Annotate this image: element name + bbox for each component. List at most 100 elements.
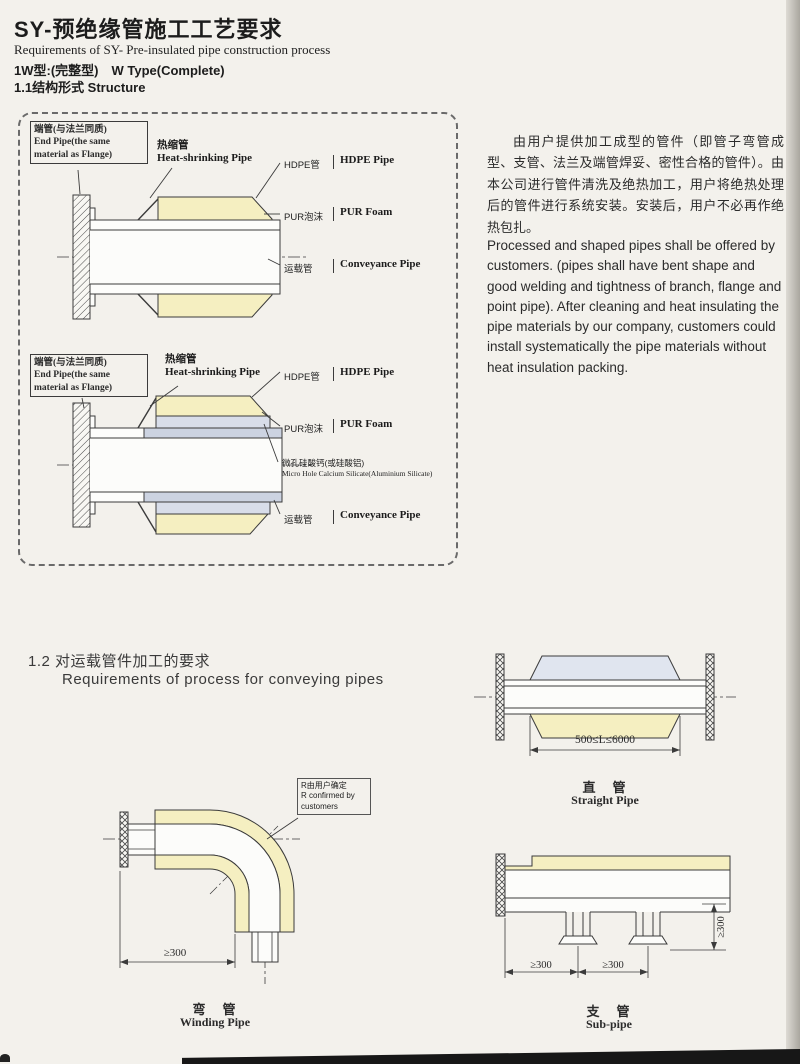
label-divider	[333, 259, 334, 273]
silicate-label-zh: 微孔硅酸钙(或硅酸铝)	[282, 458, 365, 468]
pur-label-zh: PUR泡沫	[284, 424, 324, 435]
leader-lines	[81, 371, 281, 515]
pur-foam-bottom	[157, 293, 273, 318]
flange	[119, 811, 129, 868]
arrowhead	[640, 969, 648, 975]
arrowhead	[227, 959, 235, 965]
type-line: 1W型:(完整型) W Type(Complete)	[14, 63, 225, 78]
branch-1	[558, 912, 598, 945]
intro-paragraph-en: Processed and shaped pipes shall be offe…	[487, 238, 782, 375]
end-pipe-label-zh: 端管(与法兰同质)	[34, 358, 107, 368]
flange	[495, 853, 506, 917]
scan-speck	[0, 1054, 10, 1062]
heat-shrink-label: 热缩管 Heat-shrinking Pipe	[165, 351, 260, 378]
arrowhead	[672, 747, 680, 753]
flange	[72, 194, 91, 320]
hdpe-label-zh: HDPE管	[284, 160, 320, 171]
pur-foam-bottom	[155, 513, 270, 535]
conveyance-pipe-top-wall	[89, 219, 281, 231]
pipe-top-wall	[503, 679, 707, 687]
leader-lines	[77, 162, 281, 266]
sub-pipe-dim-left: ≥300	[530, 960, 552, 971]
pur-label-zh: PUR泡沫	[284, 212, 324, 223]
sub-pipe-dim-mid: ≥300	[602, 960, 624, 971]
structure-diagram-2	[57, 371, 312, 535]
arrowhead	[570, 969, 578, 975]
heat-shrink-label-zh: 热缩管	[165, 353, 197, 365]
intro-paragraph-zh: 由用户提供加工成型的管件（即管子弯管成型、支管、法兰及端管焊妥、密性合格的管件）…	[487, 134, 784, 235]
end-pipe-label-box: 端管(与法兰同质) End Pipe(the same material as …	[30, 121, 148, 165]
radius-note-zh: R由用户确定	[301, 781, 347, 790]
pipe-middle	[504, 869, 731, 899]
flange	[72, 402, 91, 528]
end-pipe-label-en: End Pipe(the same material as Flange)	[34, 137, 113, 160]
dimension-lines	[119, 871, 236, 968]
label-divider	[333, 207, 334, 221]
scan-edge-bottom	[182, 1048, 800, 1064]
conveyance-label-zh: 运载管	[284, 515, 313, 526]
pipe-bottom-wall	[503, 707, 707, 715]
silicate-layer-top	[155, 415, 271, 429]
pur-foam-top	[155, 395, 270, 417]
end-pipe-top-wall	[89, 427, 145, 439]
sub-pipe-diagram: ≥300 ≥300 ≥300	[495, 853, 731, 978]
arrowhead	[505, 969, 513, 975]
dimension-lines	[529, 716, 681, 756]
straight-pipe-caption-zh: 直 管	[582, 780, 628, 795]
sub-pipe-caption-zh: 支 管	[586, 1004, 632, 1019]
bare-pipe-walls	[257, 932, 273, 962]
arrowhead	[711, 904, 717, 912]
pipe-bottom-band	[505, 898, 730, 912]
flange-right	[705, 653, 715, 741]
label-divider	[333, 367, 334, 381]
scan-edge-right	[786, 0, 800, 1064]
arrowhead	[711, 942, 717, 950]
radius-leader	[266, 817, 299, 840]
dimension-lines	[504, 903, 726, 978]
hdpe-label-en: HDPE Pipe	[340, 154, 395, 166]
sub-pipe-dim-vertical: ≥300	[716, 916, 727, 938]
heat-shrink-sleeve	[137, 397, 157, 533]
pipe-bore	[90, 230, 280, 284]
conveyance-label-zh: 运载管	[284, 264, 313, 275]
arrowhead	[530, 747, 538, 753]
structure-box	[18, 112, 458, 566]
silicate-layer-bottom	[155, 501, 271, 515]
structure-diagram-1	[57, 162, 307, 320]
end-pipe	[127, 823, 156, 856]
conveyance-pipe-bottom-wall	[89, 283, 281, 295]
section-1-2-heading-zh: 1.2 对运载管件加工的要求	[28, 653, 211, 670]
conveyance-pipe-top-wall	[143, 427, 283, 439]
section-1-1-heading: 1.1结构形式 Structure	[14, 80, 146, 95]
sub-pipe-caption-en: Sub-pipe	[585, 1017, 633, 1031]
flange-left	[495, 653, 505, 741]
pur-label-en: PUR Foam	[340, 418, 393, 430]
section-1-2-heading-en: Requirements of process for conveying pi…	[62, 671, 384, 688]
heat-shrink-label: 热缩管 Heat-shrinking Pipe	[157, 137, 252, 164]
winding-dimension-label: ≥300	[164, 947, 187, 959]
hdpe-label-en: HDPE Pipe	[340, 366, 395, 378]
insulation-bottom	[529, 713, 681, 739]
end-pipe-label-zh: 端管(与法兰同质)	[34, 125, 107, 135]
end-pipe-label-box: 端管(与法兰同质) End Pipe(the same material as …	[30, 354, 148, 398]
conveyance-label-en: Conveyance Pipe	[340, 258, 421, 270]
arrowhead	[578, 969, 586, 975]
pipe-end-lines	[504, 856, 731, 912]
winding-pipe-caption-zh: 弯 管	[192, 1002, 238, 1017]
silicate-label-en: Micro Hole Calcium Silicate(Aluminium Si…	[282, 469, 433, 478]
arrowhead	[120, 959, 128, 965]
pipe-bore	[504, 686, 706, 708]
pipe-bore	[90, 438, 282, 492]
conveyance-pipe-bottom-wall	[143, 491, 283, 503]
bare-pipe-end	[251, 931, 279, 963]
winding-pipe-diagram: ≥300	[103, 809, 300, 984]
hdpe-label-zh: HDPE管	[284, 372, 320, 383]
heat-shrink-label-en: Heat-shrinking Pipe	[165, 366, 261, 378]
conveyance-label-en: Conveyance Pipe	[340, 509, 421, 521]
heat-shrink-sleeve	[137, 198, 159, 316]
insulation-top	[504, 855, 731, 871]
casing-top	[529, 655, 681, 681]
end-pipe-label-en: End Pipe(the same material as Flange)	[34, 370, 113, 393]
label-divider	[333, 155, 334, 169]
